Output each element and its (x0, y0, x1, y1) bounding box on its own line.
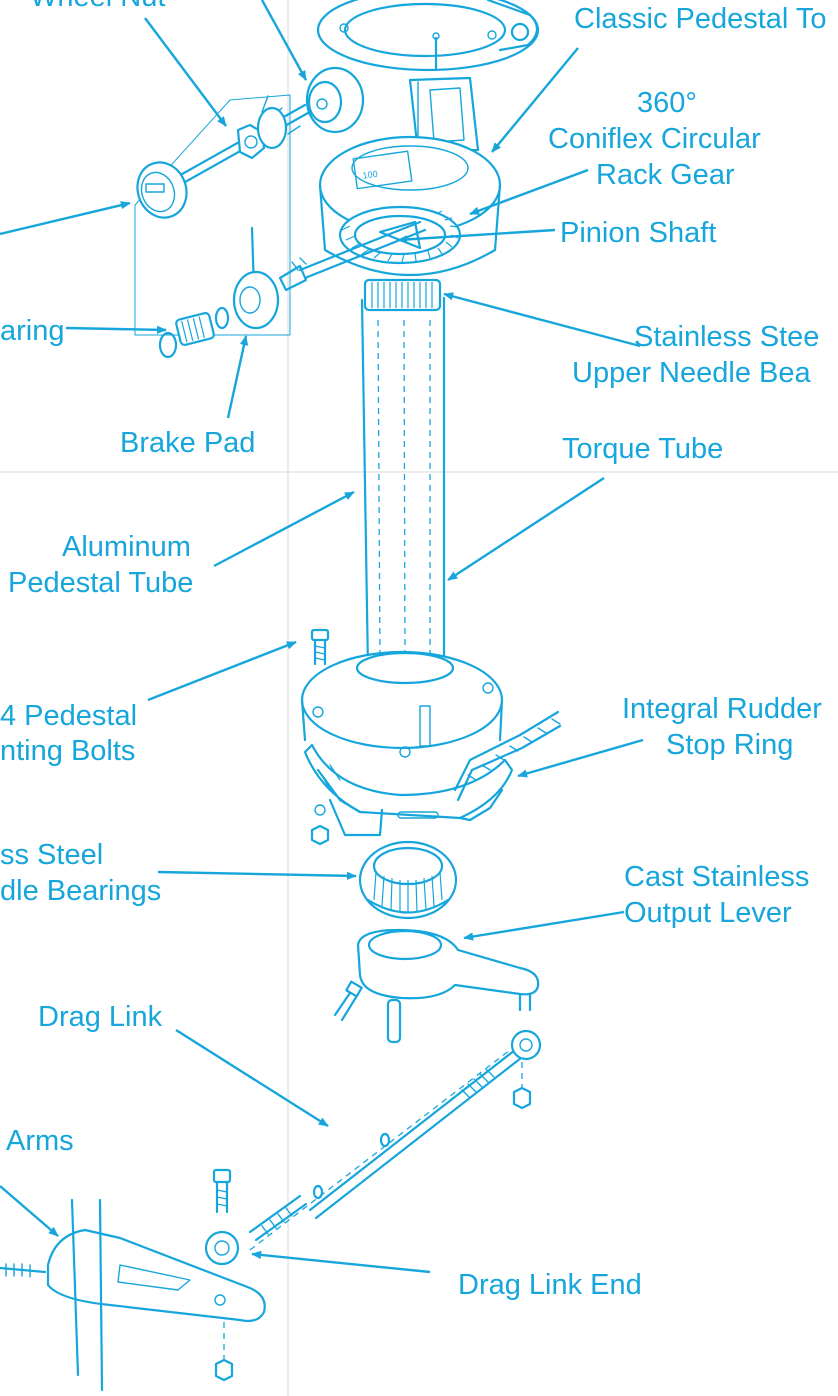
compass-icon (136, 161, 188, 219)
lower-needle-bearing (358, 840, 458, 920)
arrowhead-icon (397, 228, 556, 244)
arrowhead-icon (517, 738, 644, 778)
mounting-bolt-icon (310, 628, 330, 846)
hub-bearing (305, 66, 365, 134)
label-rack-gear-line2: Coniflex Circular (548, 123, 761, 155)
label-wheel-nut: Wheel Nut (30, 0, 165, 13)
label-pinion-shaft: Pinion Shaft (560, 217, 716, 249)
arrowhead-icon (251, 1250, 431, 1274)
arrowhead-icon (0, 201, 131, 236)
leader-arrows (0, 0, 644, 1274)
rudder-arm (0, 1198, 266, 1392)
label-arms: Arms (6, 1125, 74, 1157)
label-classic-pedestal: Classic Pedestal To (574, 3, 827, 35)
arrowhead-icon (213, 490, 355, 568)
pedestal-base (300, 650, 504, 758)
pinion-shaft (250, 220, 427, 292)
drag-link (249, 1029, 542, 1251)
label-rack-gear-line3: Rack Gear (596, 159, 735, 191)
arrowhead-icon (157, 870, 357, 880)
arrowhead-icon (447, 476, 605, 582)
pedestal-head: 100 (318, 135, 502, 277)
output-lever (333, 928, 540, 1044)
arrowhead-icon (443, 292, 641, 348)
coniflex-rack-gear (338, 205, 462, 265)
aluminum-pedestal-tube (360, 296, 446, 672)
label-drag-link: Drag Link (38, 1001, 163, 1033)
label-output-lever-line2: Output Lever (624, 897, 792, 929)
brake-bearing-group (158, 270, 280, 359)
arrowhead-icon (0, 1185, 59, 1237)
label-upper-bearing-line1: Stainless Stee (634, 321, 819, 353)
rudder-stop-ring (303, 710, 562, 837)
label-lower-bearing-line1: ss Steel (0, 839, 103, 871)
label-output-lever-line1: Cast Stainless (624, 861, 809, 893)
wheel-nut-icon (236, 95, 301, 160)
label-mount-bolts-line1: 4 Pedestal (0, 700, 137, 732)
label-aluminum-line1: Aluminum (62, 531, 191, 563)
label-lower-bearing-line2: dle Bearings (0, 875, 161, 907)
arrowhead-icon (144, 17, 227, 127)
label-bearing-left: aring (0, 315, 65, 347)
arrowhead-icon (260, 0, 308, 81)
label-aluminum-line2: Pedestal Tube (8, 567, 193, 599)
label-mount-bolts-line2: nting Bolts (0, 735, 135, 767)
arrowhead-icon (226, 335, 249, 419)
drag-link-end (204, 1168, 308, 1266)
label-torque-tube: Torque Tube (562, 433, 723, 465)
housing-marking: 100 (362, 169, 378, 181)
labels: Wheel Nut Classic Pedestal To 360° Conif… (0, 0, 827, 1301)
label-upper-bearing-line2: Upper Needle Bea (572, 357, 811, 389)
arrowhead-icon (147, 640, 297, 702)
label-drag-link-end: Drag Link End (458, 1269, 642, 1301)
label-brake-pad: Brake Pad (120, 427, 255, 459)
label-rack-gear-line1: 360° (637, 87, 697, 119)
pedestal-top-cover (316, 0, 540, 72)
arrowhead-icon (463, 910, 625, 941)
label-rudder-stop-line2: Stop Ring (666, 729, 793, 761)
arrowhead-icon (175, 1028, 329, 1128)
upper-needle-bearing (363, 278, 442, 312)
label-rudder-stop-line1: Integral Rudder (622, 693, 822, 725)
arrowhead-icon (469, 168, 589, 216)
arrowhead-icon (491, 47, 579, 153)
arrowhead-icon (65, 325, 167, 334)
